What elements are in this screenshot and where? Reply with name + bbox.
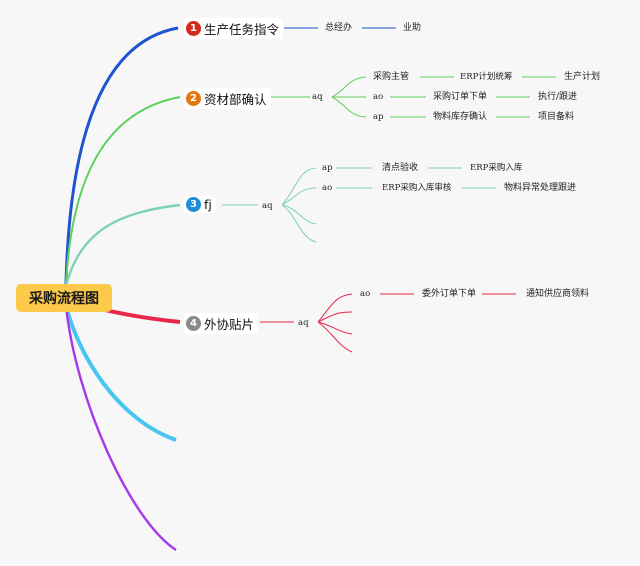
- branch-2-label: 资材部确认: [204, 92, 267, 107]
- node-b1-yezhu[interactable]: 业助: [403, 23, 422, 33]
- fan-b3: [281, 167, 317, 243]
- fan-b4: [317, 293, 353, 353]
- number-badge-2: 2: [186, 91, 201, 106]
- fan-b2: [331, 76, 367, 118]
- node-b3-r2-2[interactable]: 物料异常处理跟进: [504, 183, 577, 193]
- connector-branch-3: [64, 203, 181, 287]
- hub-b2[interactable]: aq: [312, 92, 323, 102]
- node-b1-zongjingban[interactable]: 总经办: [325, 23, 353, 33]
- node-b3-r1-1[interactable]: 清点验收: [382, 163, 419, 173]
- node-b3-r2-1[interactable]: ERP采购入库审核: [382, 183, 452, 193]
- node-b2-r2-2[interactable]: 执行/跟进: [538, 92, 578, 102]
- root-topic[interactable]: 采购流程图: [16, 284, 112, 312]
- branch-4[interactable]: 4 外协贴片: [184, 313, 259, 334]
- node-b2-r2-tag[interactable]: ao: [373, 92, 384, 102]
- number-badge-1: 1: [186, 21, 201, 36]
- node-b3-r1-2[interactable]: ERP采购入库: [470, 163, 523, 173]
- connector-branch-5: [64, 305, 177, 442]
- number-badge-3: 3: [186, 197, 201, 212]
- node-b2-r1-3[interactable]: 生产计划: [564, 72, 601, 82]
- node-b4-r1-tag[interactable]: ao: [360, 289, 371, 299]
- branch-3[interactable]: 3 fj: [184, 196, 216, 213]
- branch-2[interactable]: 2 资材部确认: [184, 88, 271, 109]
- branch-4-label: 外协贴片: [204, 317, 255, 332]
- hub-b3[interactable]: aq: [262, 201, 273, 211]
- branch-1-label: 生产任务指令: [204, 22, 280, 37]
- hub-b4[interactable]: aq: [298, 318, 309, 328]
- connector-branch-1: [64, 26, 179, 285]
- branch-1[interactable]: 1 生产任务指令: [184, 18, 284, 39]
- node-b3-r2-tag[interactable]: ao: [322, 183, 333, 193]
- node-b3-r1-tag[interactable]: ap: [322, 163, 333, 173]
- node-b2-r1-1[interactable]: 采购主管: [373, 72, 410, 82]
- connector-branch-2: [65, 96, 181, 285]
- node-b4-r1-1[interactable]: 委外订单下单: [422, 289, 477, 299]
- node-b2-r3-1[interactable]: 物料库存确认: [433, 112, 488, 122]
- node-b4-r1-2[interactable]: 通知供应商领料: [526, 289, 590, 299]
- node-b2-r3-tag[interactable]: ap: [373, 112, 384, 122]
- node-b2-r3-2[interactable]: 项目备料: [538, 112, 575, 122]
- connector-branch-6: [64, 305, 177, 552]
- node-b2-r1-2[interactable]: ERP计划统筹: [460, 72, 513, 82]
- number-badge-4: 4: [186, 316, 201, 331]
- branch-3-label: fj: [204, 197, 212, 212]
- node-b2-r2-1[interactable]: 采购订单下单: [433, 92, 488, 102]
